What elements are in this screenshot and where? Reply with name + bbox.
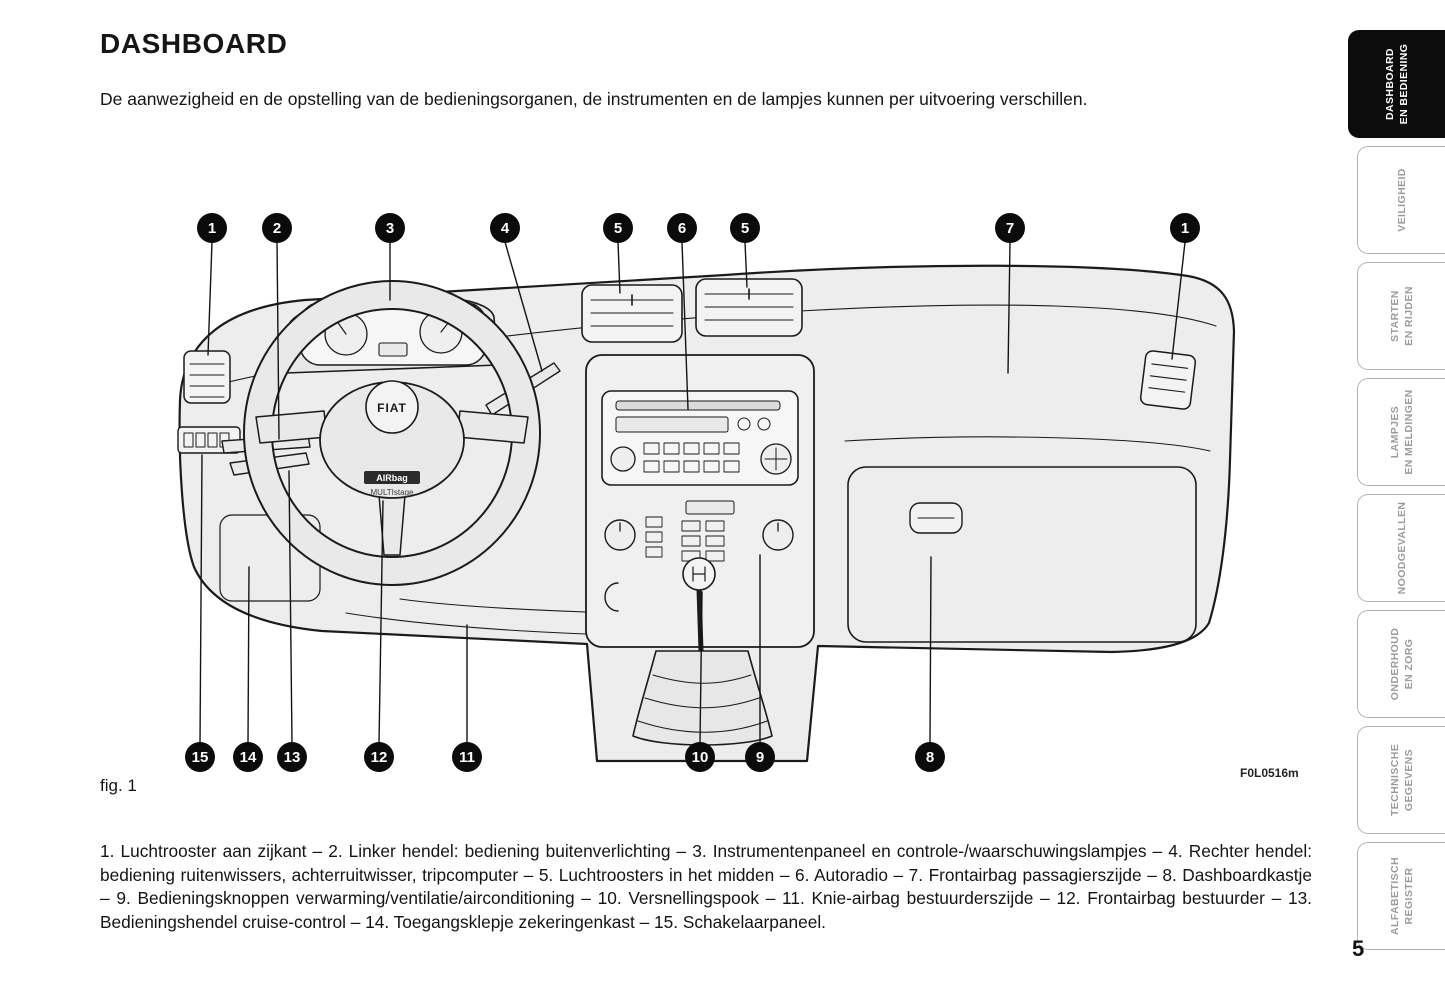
figure-callout: 5 — [730, 213, 760, 243]
page-title: DASHBOARD — [100, 28, 288, 59]
center-vent-left-icon — [581, 284, 683, 343]
car-radio-icon — [601, 390, 799, 486]
figure-callout: 5 — [603, 213, 633, 243]
right-side-vent-icon — [1139, 350, 1197, 410]
tab-label: TECHNISCHE GEGEVENS — [1388, 743, 1415, 817]
callout-leader-lines — [199, 241, 1186, 744]
tab-label: DASHBOARD EN BEDIENING — [1383, 43, 1410, 125]
figure-code: F0L0516m — [1240, 766, 1299, 780]
tab-lampjes-en-meldingen[interactable]: LAMPJES EN MELDINGEN — [1357, 378, 1445, 486]
tab-label: LAMPJES EN MELDINGEN — [1388, 389, 1415, 475]
fiat-badge-icon — [365, 380, 419, 434]
figure-callout: 12 — [364, 742, 394, 772]
figure-callout: 7 — [995, 213, 1025, 243]
svg-text:AIRbag: AIRbag — [376, 473, 408, 483]
page-number: 5 — [1352, 936, 1365, 961]
glovebox-handle-icon — [909, 502, 963, 534]
section-tabs: DASHBOARD EN BEDIENING VEILIGHEID STARTE… — [1345, 30, 1445, 958]
figure-callout: 3 — [375, 213, 405, 243]
left-side-vent-icon — [183, 350, 231, 404]
tab-label: VEILIGHEID — [1395, 168, 1408, 232]
intro-text: De aanwezigheid en de opstelling van de … — [100, 89, 1088, 109]
tab-onderhoud-en-zorg[interactable]: ONDERHOUD EN ZORG — [1357, 610, 1445, 718]
figure-callout: 6 — [667, 213, 697, 243]
storage-hook-icon — [604, 582, 619, 612]
figure-caption: fig. 1 — [100, 776, 137, 795]
svg-text:MULTIstage: MULTIstage — [371, 488, 415, 497]
center-vent-right-icon — [695, 278, 803, 337]
dashboard-illustration: FIAT AIRbag MULTIstage — [177, 241, 1236, 763]
airbag-label: AIRbag MULTIstage — [364, 471, 420, 497]
figure-callout: 14 — [233, 742, 263, 772]
figure-callout: 10 — [685, 742, 715, 772]
gear-boot — [632, 650, 773, 746]
figure-callout: 13 — [277, 742, 307, 772]
figure-callout: 9 — [745, 742, 775, 772]
tab-veiligheid[interactable]: VEILIGHEID — [1357, 146, 1445, 254]
tab-alfabetisch-register[interactable]: ALFABETISCH REGISTER — [1357, 842, 1445, 950]
figure-callout: 2 — [262, 213, 292, 243]
tab-label: ONDERHOUD EN ZORG — [1388, 627, 1415, 701]
tab-label: NOODGEVALLEN — [1395, 501, 1408, 595]
figure-callout: 15 — [185, 742, 215, 772]
tab-noodgevallen[interactable]: NOODGEVALLEN — [1357, 494, 1445, 602]
figure-callout: 1 — [1170, 213, 1200, 243]
glovebox-icon — [847, 466, 1197, 643]
steering-wheel-icon: FIAT AIRbag MULTIstage — [243, 280, 541, 586]
tab-dashboard-en-bediening[interactable]: DASHBOARD EN BEDIENING — [1348, 30, 1445, 138]
figure-legend: 1. Luchtrooster aan zijkant – 2. Linker … — [100, 841, 1312, 932]
knee-airbag-panel — [345, 598, 587, 635]
passenger-crease — [844, 436, 1211, 452]
tab-technische-gegevens[interactable]: TECHNISCHE GEGEVENS — [1357, 726, 1445, 834]
figure-callout: 11 — [452, 742, 482, 772]
tab-starten-en-rijden[interactable]: STARTEN EN RIJDEN — [1357, 262, 1445, 370]
figure-callout: 1 — [197, 213, 227, 243]
tab-label: STARTEN EN RIJDEN — [1388, 286, 1415, 346]
fiat-badge-text: FIAT — [377, 401, 407, 415]
figure-callout: 8 — [915, 742, 945, 772]
climate-controls-icon — [604, 500, 794, 562]
figure-callout: 4 — [490, 213, 520, 243]
tab-label: ALFABETISCH REGISTER — [1388, 857, 1415, 935]
